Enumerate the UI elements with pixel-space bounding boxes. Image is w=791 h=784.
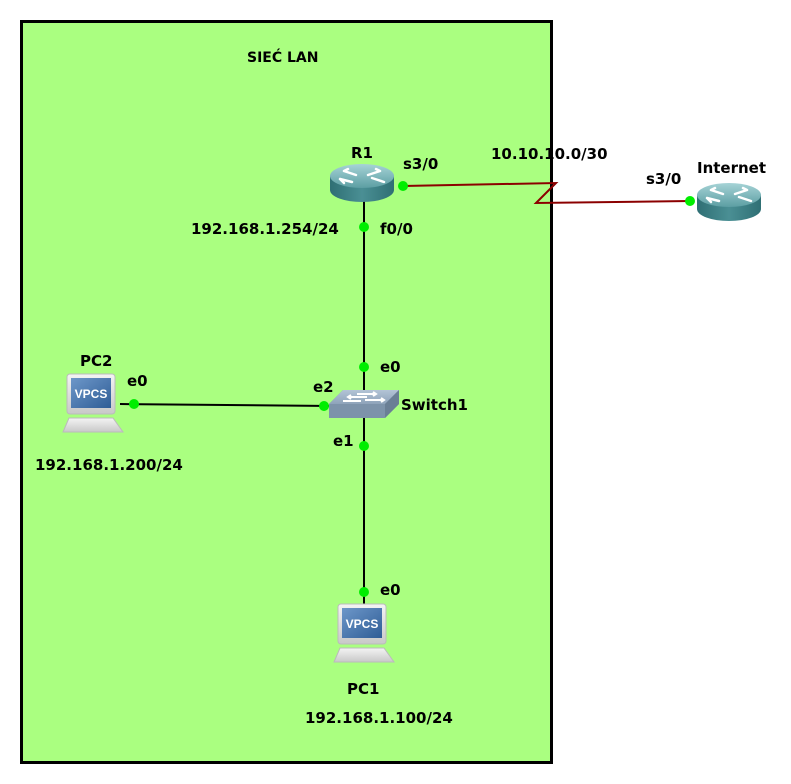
pc2-screen-text: VPCS (75, 387, 108, 401)
router-arrows-icon (338, 167, 386, 185)
link-pc2-switch1[interactable] (119, 403, 333, 407)
r1-s30-label: s3/0 (403, 155, 439, 173)
port-dot-sw-e0 (359, 362, 369, 372)
port-dot-internet-s30 (685, 196, 695, 206)
lan-zone-title: SIEĆ LAN (247, 50, 319, 66)
switch-arrows-icon (343, 391, 386, 403)
switch1-name-label: Switch1 (401, 396, 468, 414)
wan-subnet-label: 10.10.10.0/30 (491, 145, 608, 163)
pc1-e0-label: e0 (380, 581, 401, 599)
r1-name-label: R1 (351, 144, 373, 162)
router-r1[interactable] (330, 164, 394, 202)
router-arrows-icon (705, 186, 753, 204)
sw-e0-label: e0 (380, 358, 401, 376)
pc2-name-label: PC2 (80, 352, 113, 370)
sw-e2-label: e2 (313, 378, 334, 396)
pc1-ip-label: 192.168.1.100/24 (305, 709, 453, 727)
port-dot-pc2-e0 (129, 399, 139, 409)
internet-s30-label: s3/0 (646, 170, 682, 188)
router-internet[interactable] (697, 183, 761, 221)
port-dot-sw-e1 (359, 441, 369, 451)
link-r1-internet[interactable] (402, 181, 691, 205)
r1-ip-label: 192.168.1.254/24 (191, 220, 339, 238)
switch-switch1[interactable] (329, 390, 399, 418)
pc1-screen-text: VPCS (346, 617, 379, 631)
port-dot-pc1-e0 (359, 587, 369, 597)
pc-pc1[interactable]: VPCS (333, 603, 395, 663)
pc2-e0-label: e0 (127, 372, 148, 390)
port-dot-sw-e2 (319, 401, 329, 411)
r1-f00-label: f0/0 (380, 220, 413, 238)
pc2-ip-label: 192.168.1.200/24 (35, 456, 183, 474)
port-dot-r1-s30 (398, 181, 408, 191)
pc1-name-label: PC1 (347, 680, 380, 698)
sw-e1-label: e1 (333, 432, 354, 450)
internet-name-label: Internet (697, 159, 767, 177)
port-dot-r1-f00 (359, 222, 369, 232)
pc-pc2[interactable]: VPCS (62, 373, 124, 433)
